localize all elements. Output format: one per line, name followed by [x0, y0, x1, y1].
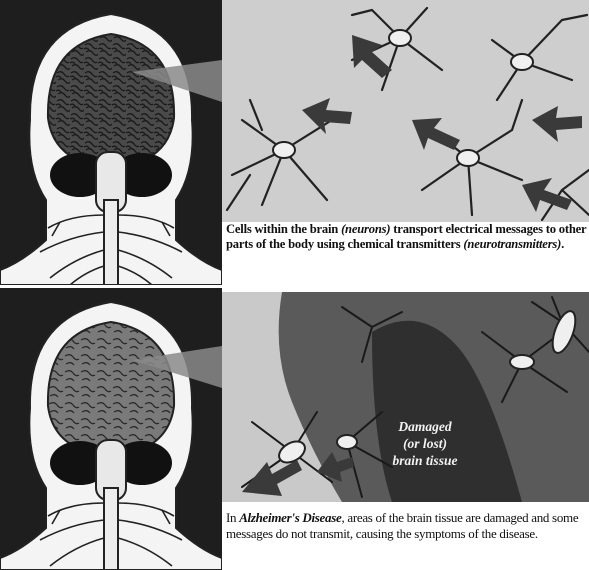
caption-term-neurons: (neurons)	[341, 222, 390, 236]
caption-term-neurotransmitters: (neurotransmitters)	[463, 237, 561, 251]
caption-text: Cells within the brain	[226, 222, 341, 236]
damaged-label-line: Damaged	[370, 418, 480, 435]
damaged-label-line: brain tissue	[370, 452, 480, 469]
caption-text: In	[226, 510, 239, 525]
caption-term-alzheimers: Alzheimer's Disease	[239, 510, 341, 525]
damaged-neurons-illustration: Damaged (or lost) brain tissue	[222, 292, 589, 502]
damaged-label-line: (or lost)	[370, 435, 480, 452]
damaged-tissue-label: Damaged (or lost) brain tissue	[370, 418, 480, 469]
healthy-head-illustration	[0, 0, 222, 285]
alzheimers-caption: In Alzheimer's Disease, areas of the bra…	[226, 510, 589, 570]
healthy-caption: Cells within the brain (neurons) transpo…	[226, 222, 589, 274]
damaged-head-illustration	[0, 288, 222, 570]
caption-text: .	[561, 237, 564, 251]
healthy-neurons-illustration	[222, 0, 589, 222]
